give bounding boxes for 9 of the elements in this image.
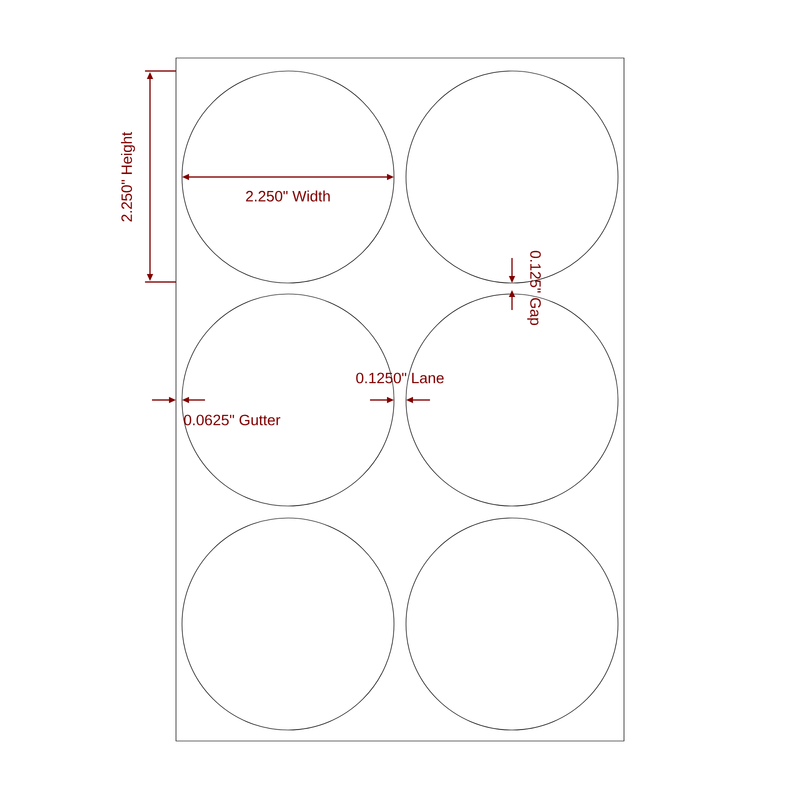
dimension-label: 0.125" Gap: [527, 250, 541, 326]
label-sheet: [176, 58, 624, 742]
round-label: [406, 294, 618, 506]
dimension-label: 2.250" Height: [121, 132, 135, 222]
round-label: [182, 70, 394, 284]
dimension-label: 2.250" Width: [246, 190, 330, 202]
dimension-label: 0.0625" Gutter: [184, 414, 280, 426]
round-label: [406, 518, 618, 730]
round-label: [182, 518, 394, 730]
